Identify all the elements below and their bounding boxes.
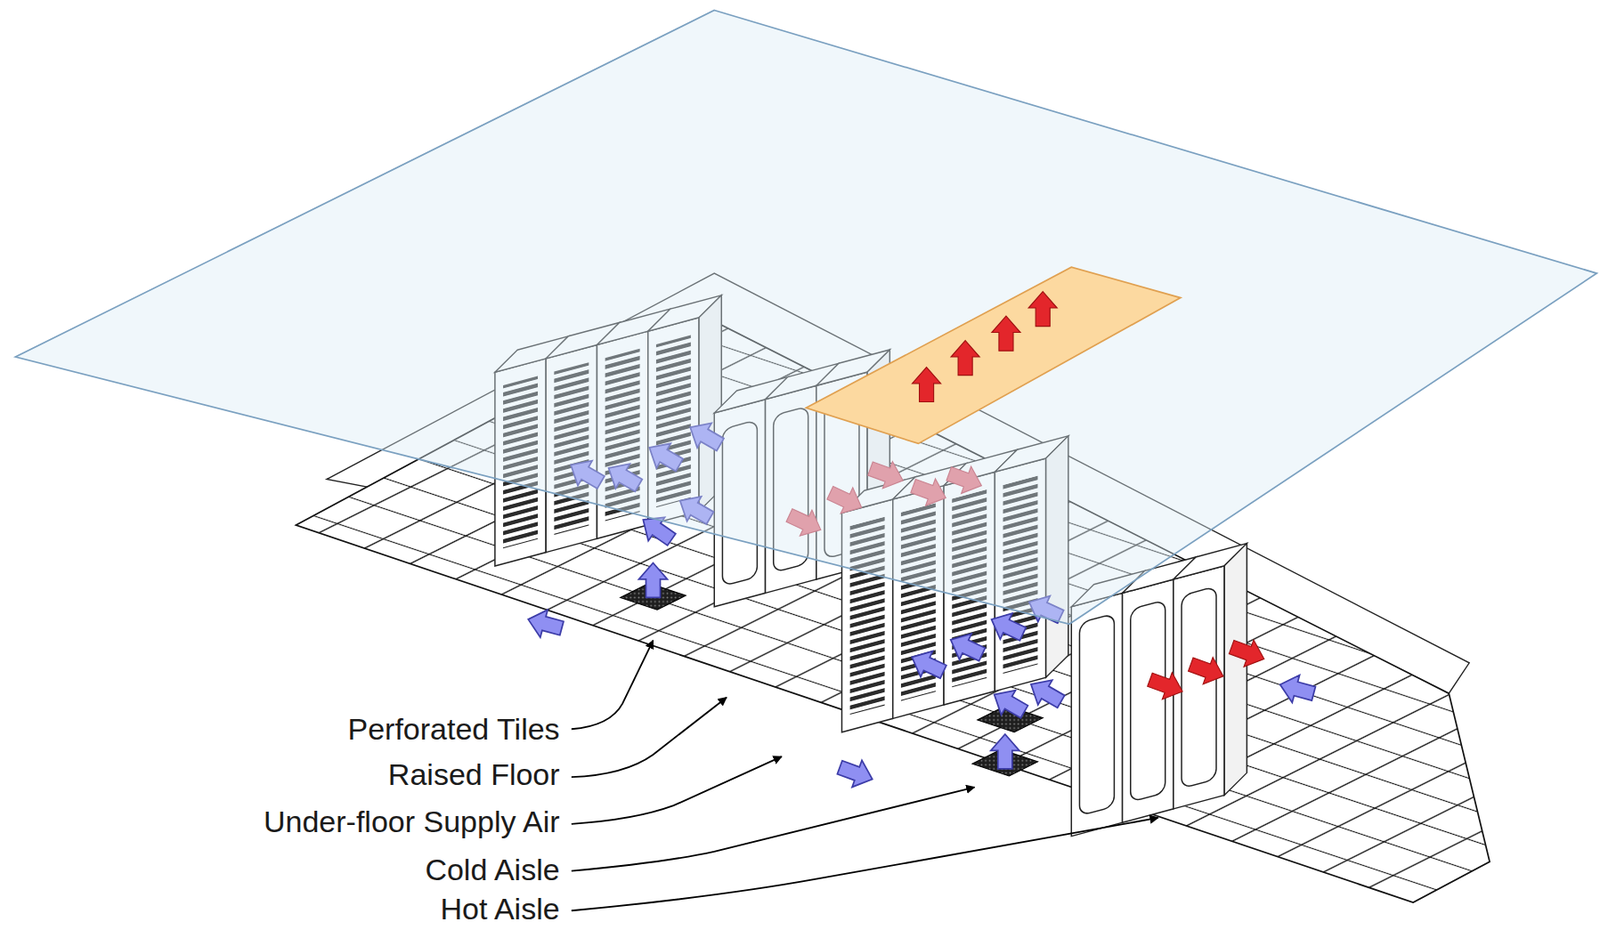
cold-air-arrow xyxy=(905,644,950,686)
callout-label: Hot Aisle xyxy=(436,892,563,927)
callout-label: Perforated Tiles xyxy=(343,712,563,748)
cold-air-arrow xyxy=(944,626,989,668)
leader-line xyxy=(571,641,654,731)
cold-air-arrow xyxy=(987,682,1032,724)
leader-line xyxy=(571,756,782,825)
leader-line xyxy=(571,787,975,872)
cold-air-arrow xyxy=(990,734,1020,770)
hot-air-arrows xyxy=(1145,633,1269,706)
callout-label: Cold Aisle xyxy=(421,852,563,888)
cold-air-arrow xyxy=(1276,671,1318,708)
callout-label: Raised Floor xyxy=(384,757,564,793)
cold-air-arrow xyxy=(524,605,566,642)
cold-air-arrow xyxy=(638,563,667,599)
hot-air-arrow xyxy=(1185,650,1229,690)
callout-label: Under-floor Supply Air xyxy=(259,804,564,840)
hot-air-arrow xyxy=(950,341,980,376)
leader-lines xyxy=(571,641,1159,912)
hot-air-arrow xyxy=(1028,292,1057,327)
hot-air-arrow xyxy=(912,367,942,403)
return-grille xyxy=(805,267,1181,444)
rack xyxy=(1173,544,1248,810)
hot-air-arrows xyxy=(912,292,1058,403)
leader-line xyxy=(571,698,727,778)
cold-air-arrow xyxy=(1023,672,1069,715)
cold-air-arrow xyxy=(835,754,878,793)
ceiling-plenum xyxy=(15,9,1597,625)
hot-air-arrow xyxy=(991,316,1021,351)
hot-air-arrow xyxy=(1145,666,1188,706)
leader-line xyxy=(571,818,1159,911)
hot-air-arrow xyxy=(1226,633,1270,673)
